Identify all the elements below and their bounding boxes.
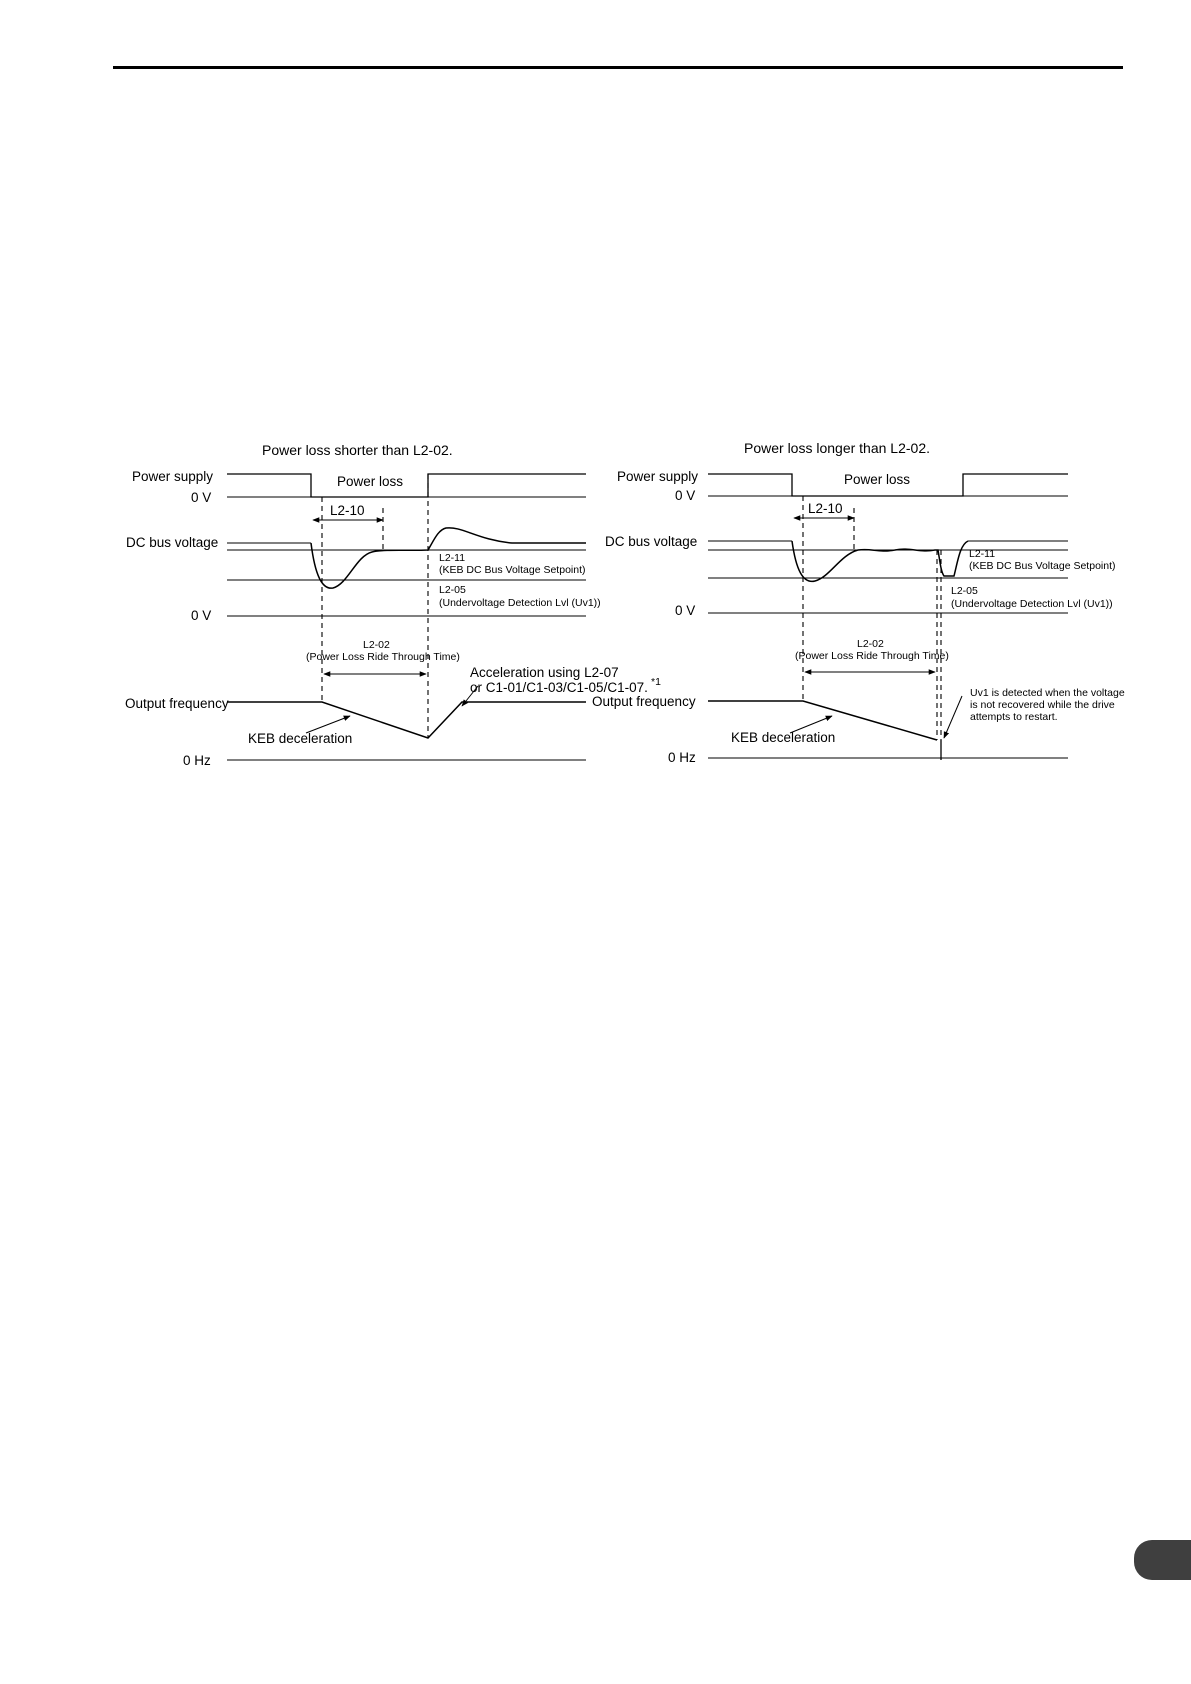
left-power-loss-label: Power loss: [337, 474, 403, 489]
left-dc-bus-label: DC bus voltage: [126, 535, 218, 550]
left-l2-11-code: L2-11: [439, 552, 465, 564]
right-l2-05-code: L2-05: [951, 585, 978, 597]
right-zero-v-top-label: 0 V: [675, 488, 695, 503]
left-l2-02-desc: (Power Loss Ride Through Time): [306, 651, 460, 663]
left-zero-v-bottom-label: 0 V: [191, 608, 211, 623]
right-dc-bus-curve: [791, 540, 969, 583]
left-zero-hz-label: 0 Hz: [183, 753, 211, 768]
left-accel-footnote: *1: [651, 676, 661, 688]
left-l2-05-code: L2-05: [439, 584, 466, 596]
left-l2-05-desc: (Undervoltage Detection Lvl (Uv1)): [439, 597, 601, 609]
left-title: Power loss shorter than L2-02.: [262, 442, 453, 458]
left-l2-10-label: L2-10: [330, 503, 365, 518]
left-power-supply-waveform: [227, 473, 586, 498]
right-output-frequency-label: Output frequency: [592, 694, 696, 709]
right-power-supply-label: Power supply: [617, 469, 698, 484]
right-power-loss-label: Power loss: [844, 472, 910, 487]
right-uv1-note-line1: Uv1 is detected when the voltage: [970, 687, 1125, 699]
left-output-frequency-waveform: [227, 701, 586, 739]
right-uv1-leader: [943, 695, 963, 739]
left-timing-diagram: Power loss shorter than L2-02. Power sup…: [125, 442, 661, 768]
right-uv1-note-line2: is not recovered while the drive: [970, 699, 1115, 711]
left-l2-02-code: L2-02: [363, 639, 390, 651]
right-l2-11-desc: (KEB DC Bus Voltage Setpoint): [969, 560, 1116, 572]
left-keb-deceleration-label: KEB deceleration: [248, 731, 352, 746]
left-zero-v-top-label: 0 V: [191, 490, 211, 505]
right-keb-leader: [789, 715, 833, 734]
right-output-frequency-waveform: [708, 700, 938, 741]
right-l2-10-label: L2-10: [808, 501, 843, 516]
right-l2-02-desc: (Power Loss Ride Through Time): [795, 650, 949, 662]
left-dc-bus-curve: [310, 527, 586, 589]
left-power-supply-label: Power supply: [132, 469, 213, 484]
right-uv1-note-line3: attempts to restart.: [970, 711, 1058, 723]
left-accel-note-line1: Acceleration using L2-07: [470, 665, 619, 680]
right-l2-02-code: L2-02: [857, 638, 884, 650]
chapter-tab: [1134, 1540, 1191, 1580]
right-zero-hz-label: 0 Hz: [668, 750, 696, 765]
right-l2-05-desc: (Undervoltage Detection Lvl (Uv1)): [951, 598, 1113, 610]
left-l2-11-desc: (KEB DC Bus Voltage Setpoint): [439, 564, 586, 576]
left-output-frequency-label: Output frequency: [125, 696, 229, 711]
right-title: Power loss longer than L2-02.: [744, 440, 930, 456]
left-keb-leader: [305, 715, 351, 734]
right-zero-v-bottom-label: 0 V: [675, 603, 695, 618]
left-accel-note-line2: or C1-01/C1-03/C1-05/C1-07.: [470, 680, 648, 695]
right-keb-deceleration-label: KEB deceleration: [731, 730, 835, 745]
right-dc-bus-label: DC bus voltage: [605, 534, 697, 549]
right-timing-diagram: Power loss longer than L2-02. Power supp…: [592, 440, 1125, 765]
header-rule: [113, 66, 1123, 69]
right-l2-11-code: L2-11: [969, 548, 995, 560]
